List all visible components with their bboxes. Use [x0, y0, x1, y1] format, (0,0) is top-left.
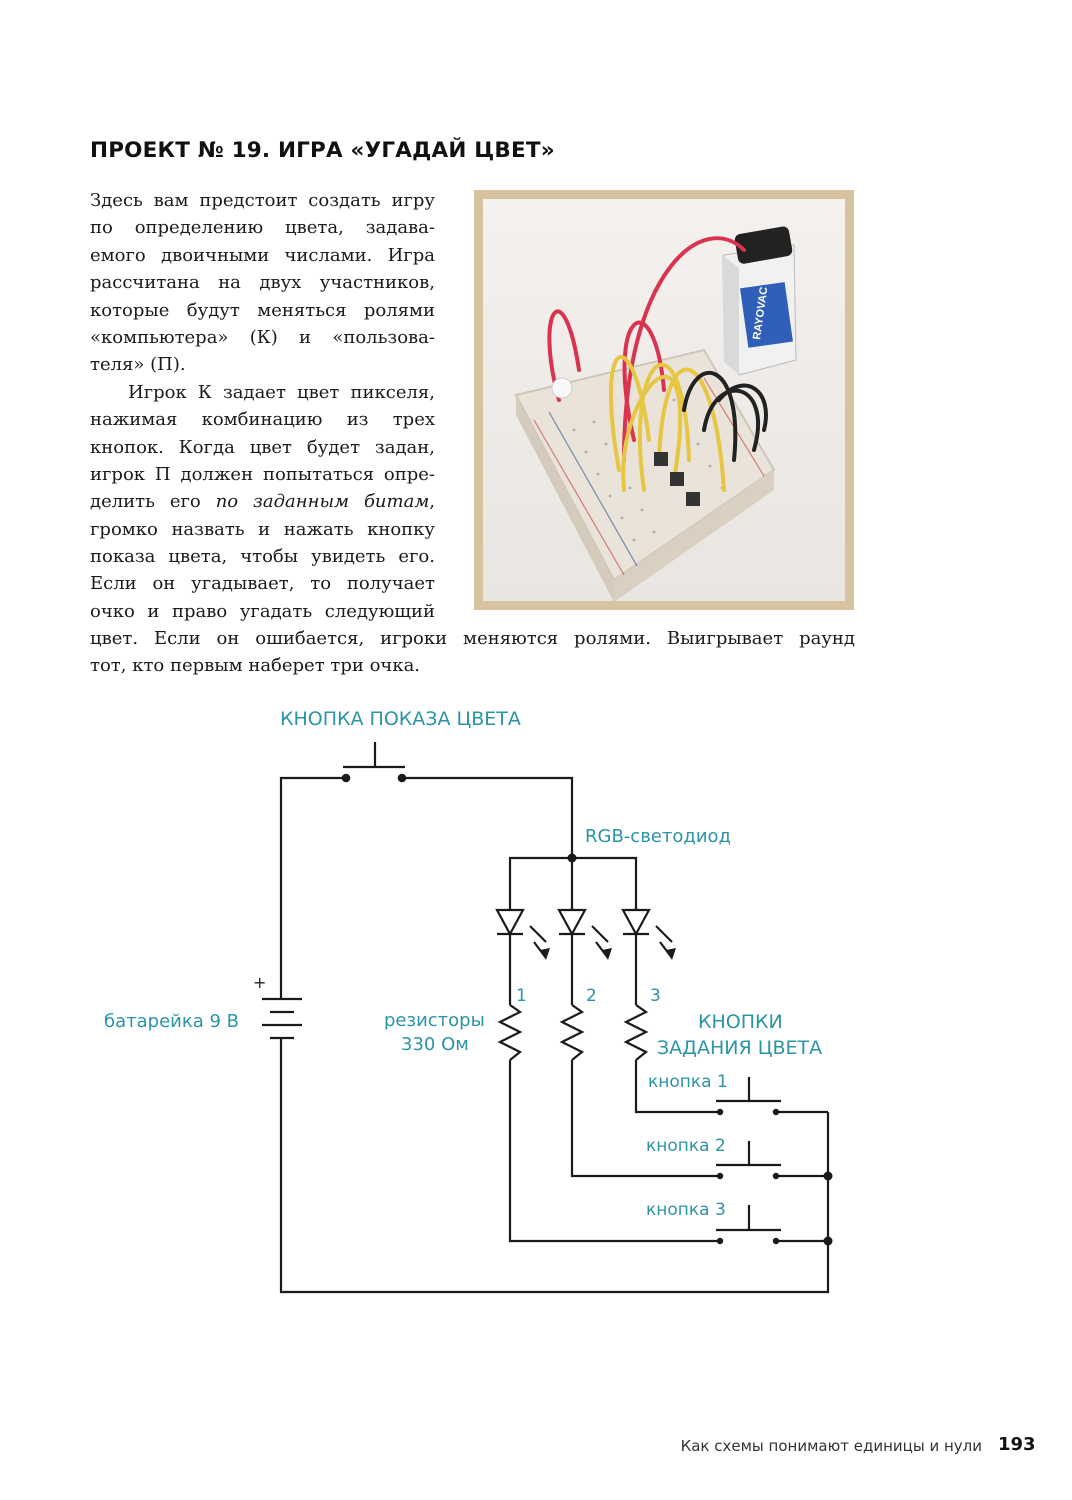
text-line: рассчитана на двух участников, [90, 272, 435, 294]
resistors-value-label: 330 Ом [401, 1034, 469, 1055]
wire [508, 1060, 718, 1243]
resistor-symbol [559, 1004, 585, 1061]
text-line: тот, кто первым наберет три очка. [90, 655, 421, 677]
text-line: Если он угадывает, то получает [90, 573, 435, 595]
text-line: кнопок. Когда цвет будет задан, [90, 436, 435, 458]
set-color-buttons-label: КНОПКИ [698, 1011, 783, 1033]
battery-9v: RAYOVAC [722, 226, 797, 376]
text-line: делить его по заданным битам, [90, 488, 435, 515]
wire [405, 776, 574, 858]
section-title: ПРОЕКТ № 19. ИГРА «УГАДАЙ ЦВЕТ» [90, 138, 555, 163]
jumper-wires [547, 236, 768, 492]
text-run: делить его [90, 491, 216, 513]
channel-number: 2 [586, 986, 597, 1006]
text-line: теля» (П). [90, 354, 186, 376]
text-line: «компьютера» (К) и «пользова- [90, 326, 435, 348]
channel-number: 3 [650, 986, 661, 1006]
text-line: нажимая комбинацию из трех [90, 409, 435, 431]
text-line: по определению цвета, задава- [90, 217, 435, 239]
text-line: Здесь вам предстоит создать игру [90, 190, 435, 211]
emphasis-text: по заданным битам [215, 491, 430, 513]
page-number: 193 [998, 1434, 1036, 1455]
text-line: игрок П должен попытаться опре- [90, 463, 435, 485]
circuit-schematic [262, 742, 833, 1294]
junction-dot [823, 1171, 833, 1181]
set-color-buttons-label-2: ЗАДАНИЯ ЦВЕТА [657, 1037, 823, 1059]
button-1-label: кнопка 1 [648, 1072, 728, 1092]
footer-chapter: Как схемы понимают единицы и нули [680, 1437, 982, 1455]
button-2-label: кнопка 2 [646, 1136, 726, 1156]
battery-plus-sign: + [253, 973, 267, 992]
wire [634, 1060, 718, 1114]
show-color-button-label: КНОПКА ПОКАЗА ЦВЕТА [280, 708, 521, 730]
wire [570, 1060, 718, 1178]
project-photo: RAYOVAC [474, 190, 854, 610]
resistor-symbol [497, 1004, 523, 1061]
light-arrows [529, 925, 673, 959]
led-symbol [621, 908, 651, 937]
junction-dot [823, 1236, 833, 1246]
push-buttons [654, 452, 700, 506]
button-3-label: кнопка 3 [646, 1200, 726, 1220]
text-line: громко назвать и нажать кнопку [90, 518, 435, 540]
text-line: которые будут меняться ролями [90, 299, 435, 321]
wire [279, 776, 343, 998]
button-1-symbol [716, 1077, 781, 1103]
text-line: очко и право угадать следующий [90, 600, 435, 622]
intro-paragraph: Здесь вам предстоит создать игру по опре… [90, 187, 435, 625]
rgb-led-label: RGB-светодиод [585, 826, 731, 847]
battery-label: батарейка 9 В [104, 1011, 239, 1032]
button-3-symbol [716, 1205, 781, 1232]
button-2-symbol [716, 1141, 781, 1167]
text-line: показа цвета, чтобы увидеть его. [90, 546, 435, 568]
wire [279, 1038, 830, 1294]
rgb-led [551, 377, 573, 399]
led-symbol [557, 908, 587, 937]
channel-number: 1 [516, 986, 527, 1006]
wide-paragraph: цвет. Если он ошибается, игроки меняются… [90, 625, 855, 680]
text-run: , [429, 491, 435, 513]
text-line: Игрок К задает цвет пикселя, [128, 381, 435, 403]
text-line: цвет. Если он ошибается, игроки меняются… [90, 628, 855, 649]
led-symbol [495, 908, 525, 937]
resistor-symbol [623, 1004, 649, 1061]
show-color-button-symbol [343, 742, 405, 769]
battery-symbol [262, 997, 302, 1040]
text-line: емого двоичными числами. Игра [90, 244, 435, 266]
resistors-label: резисторы [384, 1010, 485, 1031]
junction-dot [567, 853, 577, 863]
